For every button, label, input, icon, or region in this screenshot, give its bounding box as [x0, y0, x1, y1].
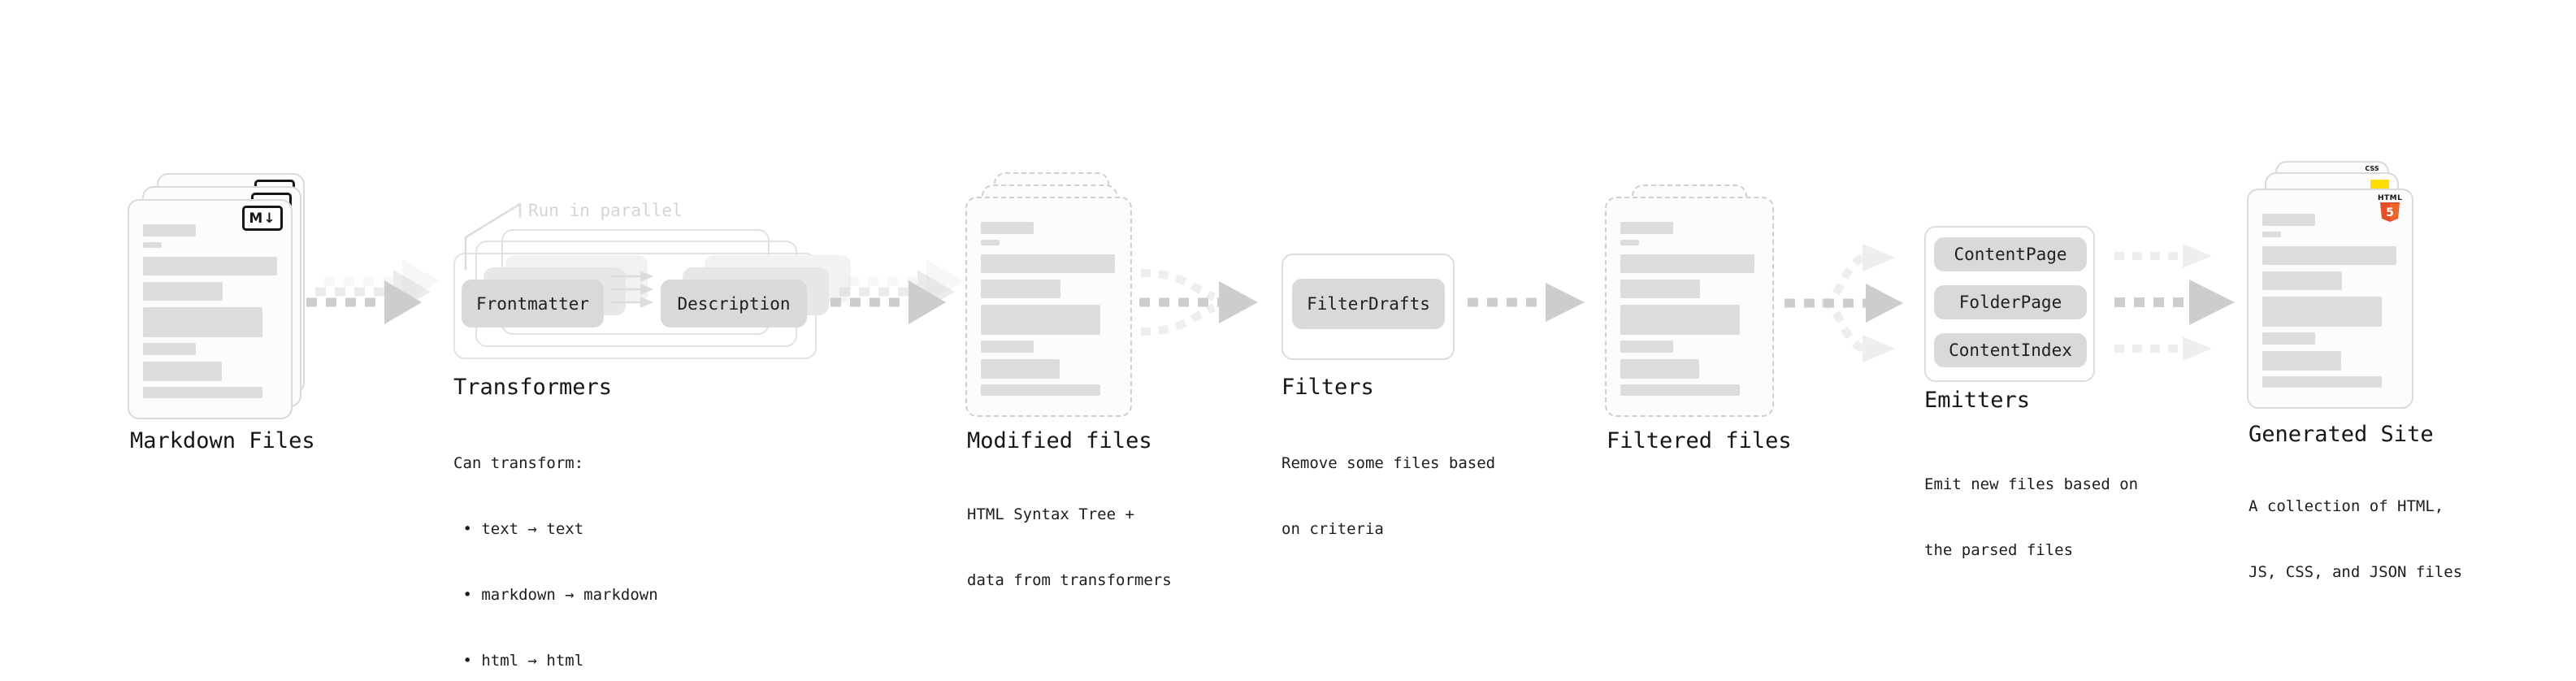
subtitle-line: Emit new files based on	[1924, 475, 2139, 493]
run-in-parallel-note: Run in parallel	[528, 201, 683, 220]
stage-title-generated-site: Generated Site	[2249, 422, 2434, 447]
file-content-skeleton	[981, 222, 1115, 396]
subtitle-line: Can transform:	[453, 454, 584, 472]
subtitle-line: • html → html	[453, 652, 584, 670]
javascript-icon	[2370, 180, 2389, 189]
file-content-skeleton	[2262, 214, 2396, 388]
flow-arrow-icon	[830, 259, 964, 324]
subtitle-line: data from transformers	[967, 571, 1172, 589]
stage-title-filtered-files: Filtered files	[1607, 428, 1792, 453]
filters-container	[1281, 254, 1455, 360]
html5-icon: HTML 5	[2378, 194, 2402, 227]
content-index-pill: ContentIndex	[1934, 333, 2087, 367]
emitters-container	[1924, 226, 2095, 382]
svg-text:5: 5	[2386, 206, 2394, 219]
filter-drafts-pill: FilterDrafts	[1292, 279, 1445, 329]
subtitle-line: JS, CSS, and JSON files	[2249, 563, 2463, 581]
callout-line-icon	[464, 202, 522, 270]
converge-arrow-icon	[1139, 269, 1258, 336]
subtitle-line: the parsed files	[1924, 541, 2074, 559]
transformer-frontmatter-pill: Frontmatter	[462, 280, 604, 327]
markdown-icon: M↓	[242, 206, 283, 231]
parallel-flow-arrows-icon	[2114, 244, 2235, 361]
generated-site-description: A collection of HTML, JS, CSS, and JSON …	[2249, 452, 2462, 627]
stage-title-filters: Filters	[1281, 375, 1374, 400]
folder-page-pill: FolderPage	[1934, 285, 2087, 319]
content-page-pill: ContentPage	[1934, 237, 2087, 271]
subtitle-line: HTML Syntax Tree +	[967, 505, 1134, 523]
stage-title-transformers: Transformers	[453, 375, 613, 400]
stage-title-emitters: Emitters	[1924, 388, 2031, 413]
stage-title-markdown-files: Markdown Files	[130, 428, 315, 453]
markdown-file-card-front: M↓	[128, 199, 293, 419]
file-content-skeleton	[143, 224, 277, 398]
stage-title-modified-files: Modified files	[967, 428, 1152, 453]
subtitle-line: on criteria	[1281, 520, 1384, 538]
modified-files-description: HTML Syntax Tree + data from transformer…	[967, 460, 1172, 635]
subtitle-line: • text → text	[453, 520, 584, 538]
generated-file-card-front: HTML 5	[2247, 189, 2413, 409]
flow-arrow-icon	[306, 259, 440, 324]
modified-file-card-front	[965, 197, 1132, 417]
parallel-arrows-icon	[611, 271, 653, 308]
split-arrow-icon	[1785, 244, 1903, 362]
subtitle-line: Remove some files based	[1281, 454, 1496, 472]
file-content-skeleton	[1620, 222, 1754, 396]
emitters-description: Emit new files based on the parsed files	[1924, 430, 2138, 605]
filtered-file-card-front	[1605, 197, 1774, 417]
subtitle-line: A collection of HTML,	[2249, 497, 2444, 515]
transformer-description-pill: Description	[661, 280, 807, 327]
flow-arrow-icon	[1468, 283, 1585, 322]
filters-description: Remove some files based on criteria	[1281, 409, 1495, 584]
subtitle-line: • markdown → markdown	[453, 586, 658, 604]
transformers-description: Can transform: • text → text • markdown …	[453, 409, 658, 681]
